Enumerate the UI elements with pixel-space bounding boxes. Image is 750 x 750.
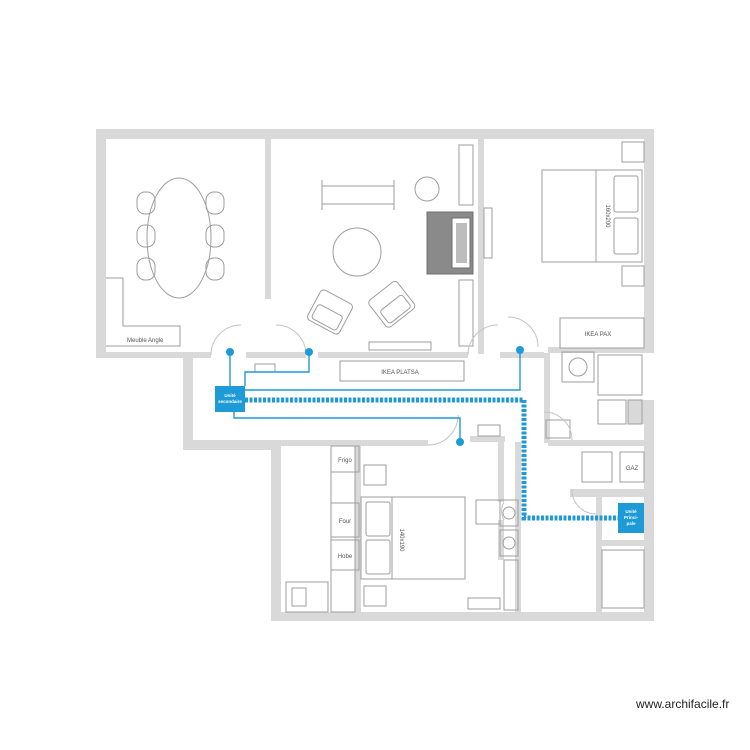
wardrobe-pax [559,317,645,349]
secondary-unit-label-1: Unité [224,393,236,398]
oven-label: Four [339,519,351,525]
principal-unit [618,503,644,533]
chair [205,257,225,281]
bed-160x200 [541,169,643,263]
corner-furniture [106,277,181,347]
radiator [368,341,432,351]
nightstand [621,265,645,287]
bed-top-size-label: 160x200 [604,204,610,228]
gas-label: GAZ [626,466,639,472]
toilet [597,399,627,425]
sink [285,581,329,613]
gas-box [619,451,645,483]
chair [136,191,156,215]
nightstand [363,464,387,486]
oven [330,502,360,538]
principal-unit-label-1: Unité [625,509,637,514]
main-pipe [245,397,618,521]
coffee-table [332,227,382,277]
ikea-platsa-label: IKEA PLATSA [381,370,419,376]
principal-unit-label-3: pale [626,521,636,526]
fridge-label: Frigo [338,458,352,464]
secondary-unit [215,386,245,412]
radiator [477,424,501,437]
hob [330,539,360,571]
chair [205,191,225,215]
armchair [307,289,353,335]
hob-label: Hobe [338,554,353,560]
side-table [414,176,440,202]
armchair [368,281,416,328]
kitchen-counter [330,445,356,613]
wc [581,451,613,483]
furniture [106,141,645,613]
radiator [254,363,276,373]
platsa-cabinet [339,360,465,382]
washbasin [499,529,519,557]
network-endpoints [226,346,524,446]
network-lines [229,350,521,442]
dining-table [146,177,212,299]
shower [597,354,643,396]
watermark: www.archifacile.fr [636,697,730,711]
corner-furniture-label: Meuble Angle [127,338,164,344]
endpoint [305,348,313,356]
chair [136,224,156,248]
nightstand [363,585,387,607]
ikea-pax-label: IKEA PAX [585,332,612,338]
nightstand [621,141,645,163]
fridge [330,445,360,473]
endpoint [456,438,464,446]
radiator [467,597,501,610]
shower-bottom [601,549,645,609]
endpoint [516,346,524,354]
bed-bottom-size-label: 140x190 [398,528,404,552]
endpoint [226,348,234,356]
bench [321,185,395,205]
principal-unit-label-2: Princi- [624,515,639,520]
washbasin [561,351,595,383]
shelf [627,399,643,425]
walls [96,129,654,621]
washbasin [499,499,519,527]
chair [136,257,156,281]
secondary-unit-label-2: secondaire [218,399,242,404]
bed-140x190 [360,496,466,580]
chair [205,224,225,248]
